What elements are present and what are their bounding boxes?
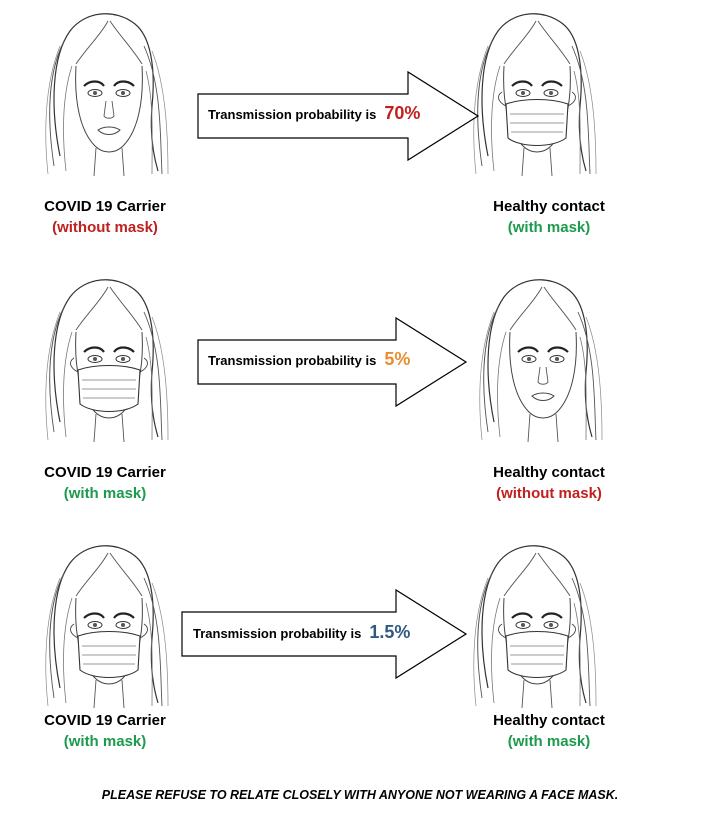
contact-status: (with mask) xyxy=(507,733,591,750)
contact-title: Healthy contact xyxy=(493,198,605,215)
arrow-row-3 xyxy=(181,588,468,680)
carrier-title: COVID 19 Carrier xyxy=(44,198,166,215)
contact-caption-row-3: Healthy contact (with mask) xyxy=(474,710,624,752)
arrow-label: Transmission probability is xyxy=(208,353,377,368)
arrow-row-1 xyxy=(197,70,480,162)
contact-title: Healthy contact xyxy=(493,712,605,729)
carrier-title: COVID 19 Carrier xyxy=(44,464,166,481)
arrow-row-2 xyxy=(197,316,468,408)
contact-title: Healthy contact xyxy=(493,464,605,481)
arrow-text-row-2: Transmission probability is 5% xyxy=(208,349,410,370)
carrier-status: (without mask) xyxy=(52,219,158,236)
carrier-status: (with mask) xyxy=(63,485,147,502)
arrow-label: Transmission probability is xyxy=(208,107,377,122)
footer-warning: PLEASE REFUSE TO RELATE CLOSELY WITH ANY… xyxy=(101,788,619,802)
carrier-face-row-2 xyxy=(45,279,169,443)
contact-face-row-2 xyxy=(479,279,603,443)
probability-value: 1.5% xyxy=(369,622,411,642)
arrow-text-row-3: Transmission probability is 1.5% xyxy=(193,622,410,643)
contact-status: (with mask) xyxy=(507,219,591,236)
contact-caption-row-2: Healthy contact (without mask) xyxy=(474,462,624,504)
contact-face-row-3 xyxy=(473,545,597,709)
contact-face-row-1 xyxy=(473,13,597,177)
contact-status: (without mask) xyxy=(496,485,602,502)
carrier-caption-row-3: COVID 19 Carrier (with mask) xyxy=(30,710,180,752)
contact-caption-row-1: Healthy contact (with mask) xyxy=(474,196,624,238)
probability-value: 5% xyxy=(384,349,411,369)
arrow-label: Transmission probability is xyxy=(193,626,362,641)
carrier-status: (with mask) xyxy=(63,733,147,750)
carrier-caption-row-2: COVID 19 Carrier (with mask) xyxy=(30,462,180,504)
probability-value: 70% xyxy=(384,103,421,123)
carrier-face-row-1 xyxy=(45,13,169,177)
arrow-text-row-1: Transmission probability is 70% xyxy=(208,103,420,124)
carrier-caption-row-1: COVID 19 Carrier (without mask) xyxy=(30,196,180,238)
carrier-title: COVID 19 Carrier xyxy=(44,712,166,729)
carrier-face-row-3 xyxy=(45,545,169,709)
